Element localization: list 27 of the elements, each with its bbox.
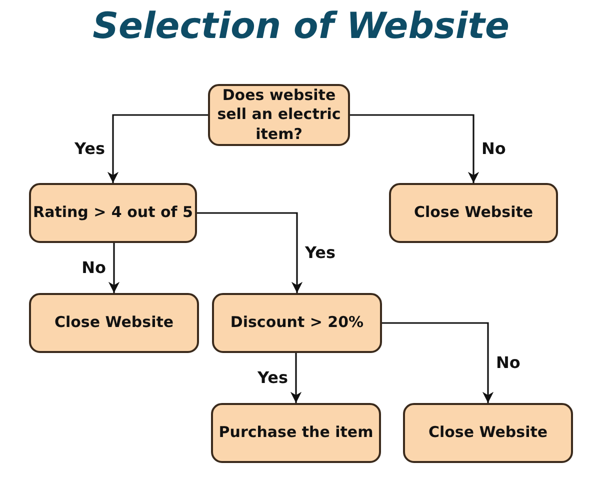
edge-label: No bbox=[482, 139, 506, 158]
process-box bbox=[389, 183, 558, 243]
edge-label: Yes bbox=[305, 243, 336, 262]
arrow bbox=[350, 114, 480, 183]
process-box bbox=[211, 403, 381, 463]
process-box bbox=[403, 403, 573, 463]
arrow bbox=[108, 243, 120, 293]
edge-label: No bbox=[82, 258, 106, 277]
node-text: Close Website bbox=[54, 313, 174, 333]
node-text: Rating > 4 out of 5 bbox=[33, 203, 193, 223]
node-text: Close Website bbox=[414, 203, 534, 223]
node-text: Close Website bbox=[428, 423, 548, 443]
arrow bbox=[382, 322, 494, 403]
node-text: Purchase the item bbox=[218, 423, 374, 443]
arrow bbox=[107, 114, 208, 183]
edge-label: No bbox=[496, 353, 520, 372]
edge-label: Yes bbox=[74, 139, 105, 158]
edge-label: Yes bbox=[258, 368, 288, 387]
process-box bbox=[29, 293, 199, 353]
decision-box bbox=[212, 293, 382, 353]
decision-box bbox=[208, 84, 350, 146]
decision-box bbox=[29, 183, 197, 243]
arrow bbox=[290, 353, 302, 403]
node-text: Discount > 20% bbox=[230, 313, 364, 333]
arrow bbox=[197, 212, 303, 293]
node-text: Does website sell an electric item? bbox=[216, 86, 342, 144]
title: Selection of Website bbox=[92, 6, 510, 47]
